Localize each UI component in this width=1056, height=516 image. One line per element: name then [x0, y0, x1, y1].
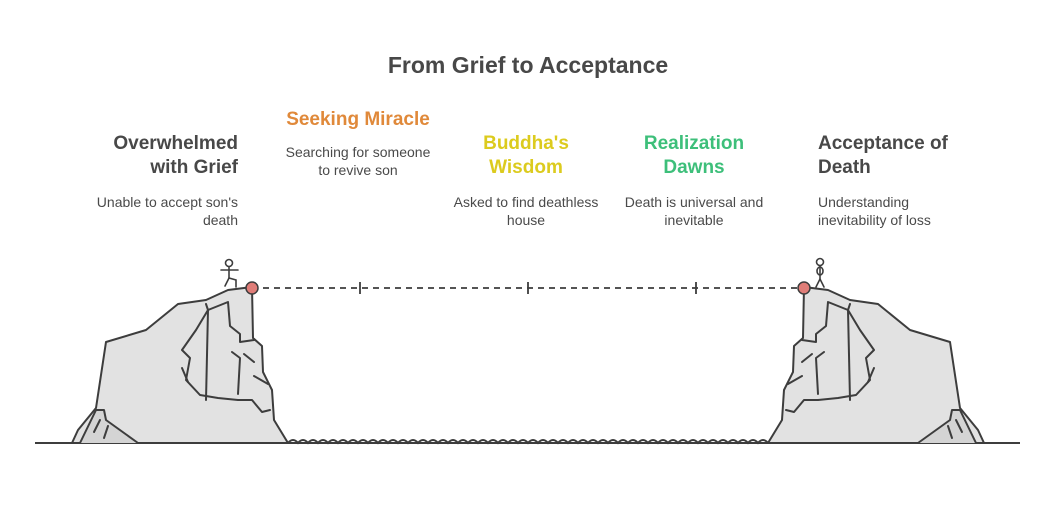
step-title: Overwhelmed with Grief — [113, 133, 238, 178]
step-description: Searching for someone to revive son — [285, 144, 431, 178]
bridge-end-point — [797, 281, 811, 295]
step-description: Asked to find deathless house — [453, 194, 599, 228]
cliff-right-icon — [767, 286, 985, 444]
page-title: From Grief to Acceptance — [387, 52, 669, 78]
bridge-start-point — [245, 281, 259, 295]
stick-figure-standing-icon — [815, 257, 825, 288]
cliff-left-icon — [71, 286, 289, 444]
step-buddhas-wisdom: Buddha's Wisdom Asked to find deathless … — [446, 132, 606, 229]
step-seeking-miracle: Seeking Miracle Searching for someone to… — [278, 108, 438, 179]
step-overwhelmed-with-grief: Overwhelmed with Grief Unable to accept … — [78, 132, 238, 229]
step-title: Acceptance of Death — [818, 133, 948, 178]
step-acceptance-of-death: Acceptance of Death Understanding inevit… — [818, 132, 978, 229]
step-description: Death is universal and inevitable — [624, 194, 764, 228]
step-title: Seeking Miracle — [286, 109, 430, 130]
step-realization-dawns: Realization Dawns Death is universal and… — [614, 132, 774, 229]
step-title: Buddha's Wisdom — [483, 133, 569, 178]
step-description: Unable to accept son's death — [96, 194, 238, 228]
stick-figure-stepping-icon — [220, 258, 239, 288]
step-title: Realization Dawns — [643, 133, 745, 178]
water-waves-icon — [287, 439, 769, 445]
step-description: Understanding inevitability of loss — [818, 194, 931, 228]
